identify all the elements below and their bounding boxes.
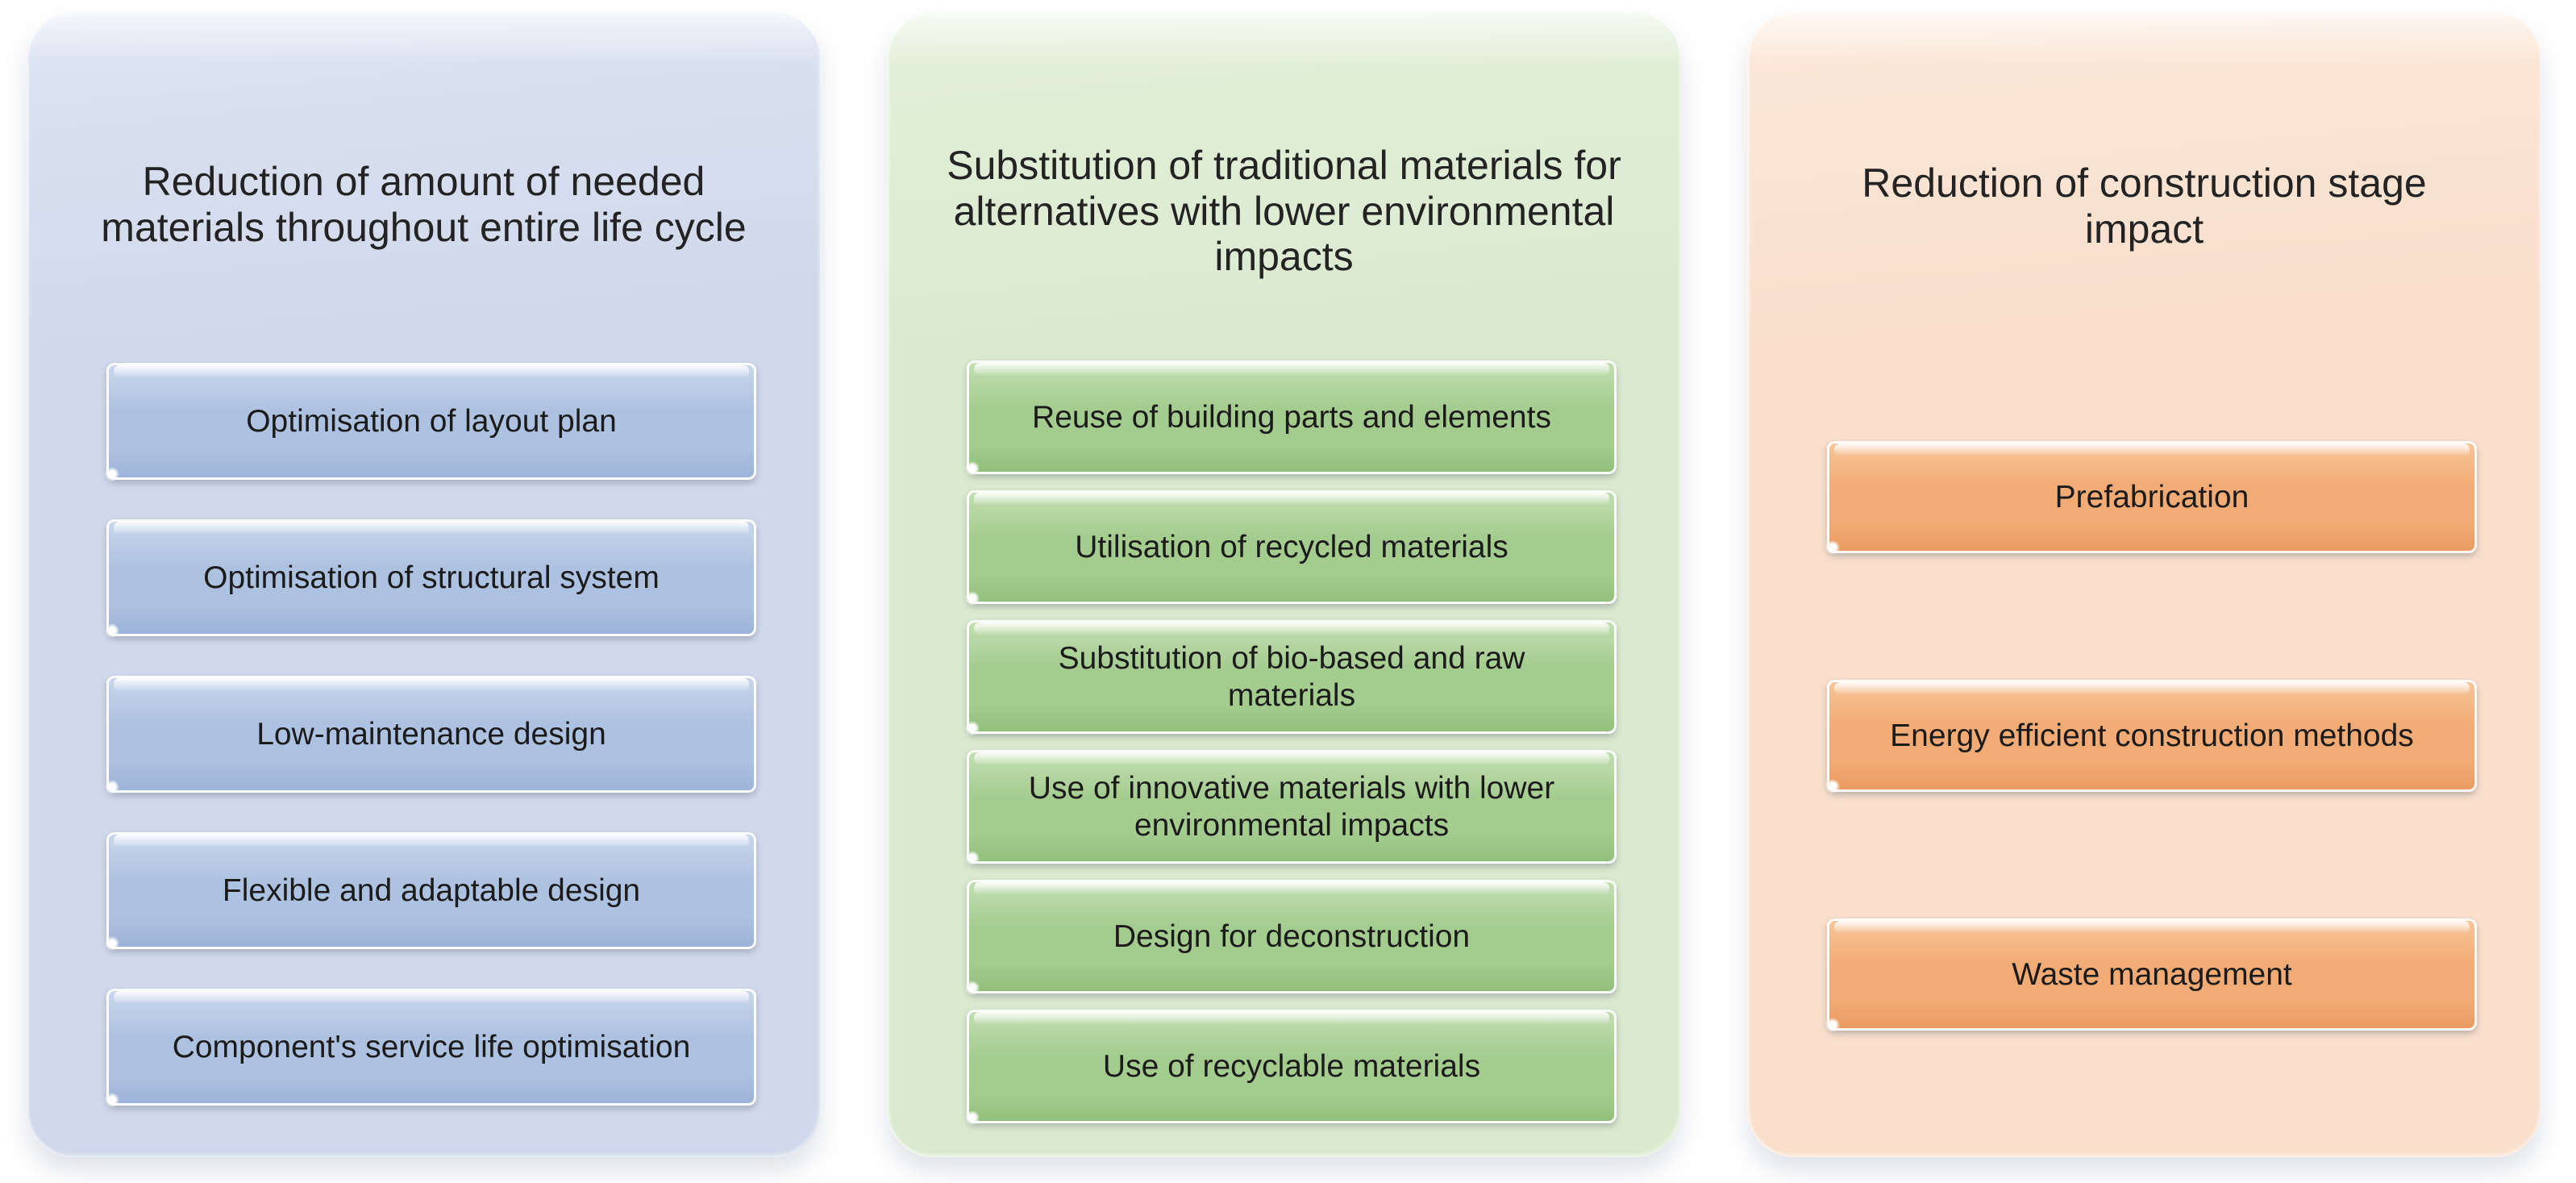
category-title: Reduction of construction stage impact xyxy=(1862,160,2427,252)
strategy-box: Component's service life optimisation xyxy=(105,989,756,1107)
strategy-box-label: Optimisation of structural system xyxy=(203,560,660,595)
strategy-box: Design for deconstruction xyxy=(965,880,1617,995)
strategy-box: Use of innovative materials with lower e… xyxy=(965,750,1617,865)
strategy-box: Low-maintenance design xyxy=(105,676,756,794)
strategy-box-label: Use of innovative materials with lower e… xyxy=(1028,771,1555,843)
strategy-box-label: Waste management xyxy=(2012,956,2292,992)
strategy-box-label: Use of recyclable materials xyxy=(1102,1048,1481,1084)
strategy-box: Optimisation of structural system xyxy=(105,519,756,638)
panel-substitution-of-materials: Substitution of traditional materials fo… xyxy=(887,12,1681,1157)
strategy-box-label: Reuse of building parts and elements xyxy=(1032,399,1551,435)
strategy-box: Energy efficient construction methods xyxy=(1825,680,2477,794)
category-title: Substitution of traditional materials fo… xyxy=(947,143,1621,279)
strategy-box: Waste management xyxy=(1825,918,2477,1032)
strategy-box: Substitution of bio-based and raw materi… xyxy=(965,620,1617,735)
panel-reduction-of-needed-materials: Reduction of amount of needed materials … xyxy=(27,12,821,1157)
category-title: Reduction of amount of needed materials … xyxy=(101,159,747,250)
strategy-box: Reuse of building parts and elements xyxy=(965,360,1617,476)
strategy-box: Optimisation of layout plan xyxy=(105,363,756,481)
strategy-box-label: Optimisation of layout plan xyxy=(246,403,617,439)
strategy-box-label: Substitution of bio-based and raw materi… xyxy=(1058,641,1525,713)
strategy-box-label: Low-maintenance design xyxy=(256,716,606,752)
strategy-box-label: Component's service life optimisation xyxy=(172,1029,691,1064)
strategy-box: Use of recyclable materials xyxy=(965,1010,1617,1125)
strategy-box: Prefabrication xyxy=(1825,441,2477,555)
strategy-box: Flexible and adaptable design xyxy=(105,832,756,951)
strategy-box-label: Energy efficient construction methods xyxy=(1890,718,2414,753)
strategy-box: Utilisation of recycled materials xyxy=(965,490,1617,606)
strategy-box-label: Flexible and adaptable design xyxy=(222,873,641,908)
strategy-box-label: Utilisation of recycled materials xyxy=(1075,529,1509,564)
panel-reduction-of-construction-impact: Reduction of construction stage impact P… xyxy=(1747,12,2541,1157)
strategy-box-label: Prefabrication xyxy=(2054,479,2249,514)
strategy-box-label: Design for deconstruction xyxy=(1113,918,1471,954)
